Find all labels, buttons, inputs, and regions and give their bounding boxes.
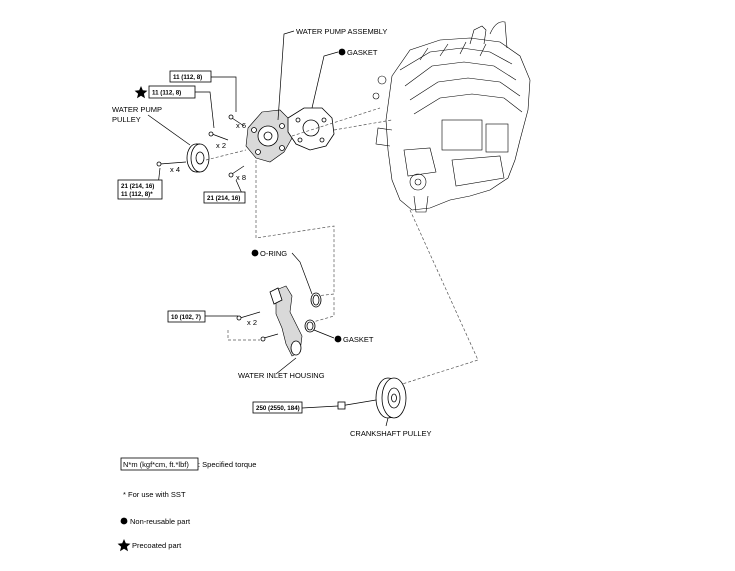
- legend: N*m (kgf*cm, ft.*lbf) : Specified torque…: [117, 457, 256, 552]
- label-water-pump-pulley-line1: WATER PUMP: [112, 105, 162, 114]
- torque-box-t1: 11 (112, 8): [169, 70, 212, 83]
- label-water-inlet-housing: WATER INLET HOUSING: [238, 371, 325, 380]
- o-ring: [310, 292, 322, 308]
- label-gasket-pump: GASKET: [347, 48, 378, 57]
- legend-torque-desc: : Specified torque: [198, 460, 256, 469]
- water-inlet-housing: [269, 285, 316, 357]
- filled-circle-icon: [251, 249, 259, 257]
- filled-circle-icon: [338, 48, 346, 56]
- quantity-x8: x 8: [236, 173, 246, 182]
- legend-non-reusable: Non-reusable part: [130, 517, 191, 526]
- label-gasket-inlet: GASKET: [343, 335, 374, 344]
- torque-box-t4: 21 (214, 16): [203, 191, 246, 204]
- legend-sst-note: * For use with SST: [123, 490, 186, 499]
- label-water-pump-assembly: WATER PUMP ASSEMBLY: [296, 27, 387, 36]
- torque-value-line1: 21 (214, 16): [121, 183, 154, 190]
- torque-value: 10 (102, 7): [171, 314, 201, 321]
- quantity-x2-pump: x 2: [216, 141, 226, 150]
- star-icon: [117, 539, 131, 552]
- torque-box-t5: 10 (102, 7): [167, 310, 206, 323]
- quantity-x4: x 4: [170, 165, 180, 174]
- torque-box-t2: 11 (112, 8): [148, 85, 196, 99]
- torque-box-t3: 21 (214, 16) 11 (112, 8)*: [117, 179, 163, 200]
- torque-value-line2: 11 (112, 8)*: [121, 191, 153, 198]
- filled-circle-icon: [120, 517, 128, 525]
- legend-precoated: Precoated part: [132, 541, 182, 550]
- quantity-x2-inlet: x 2: [247, 318, 257, 327]
- water-pump-pulley: [186, 143, 210, 173]
- torque-box-t6: 250 (2550, 184): [252, 401, 303, 414]
- torque-value: 11 (112, 8): [152, 90, 181, 97]
- star-icon: [134, 86, 148, 99]
- pump-gasket: [287, 107, 335, 151]
- label-o-ring: O-RING: [260, 249, 287, 258]
- legend-torque-unit: N*m (kgf*cm, ft.*lbf): [123, 460, 189, 469]
- engine-block: [372, 21, 531, 213]
- water-pump-assembly: [245, 109, 293, 163]
- filled-circle-icon: [334, 335, 342, 343]
- quantity-x6: x 6: [236, 121, 246, 130]
- torque-value: 11 (112, 8): [173, 74, 202, 81]
- torque-value: 250 (2550, 184): [256, 405, 300, 412]
- crankshaft-pulley: [337, 377, 407, 419]
- label-crankshaft-pulley: CRANKSHAFT PULLEY: [350, 429, 432, 438]
- bolts: [156, 114, 279, 342]
- torque-value: 21 (214, 16): [207, 195, 240, 202]
- label-water-pump-pulley-line2: PULLEY: [112, 115, 141, 124]
- assembly-lines: [205, 107, 479, 387]
